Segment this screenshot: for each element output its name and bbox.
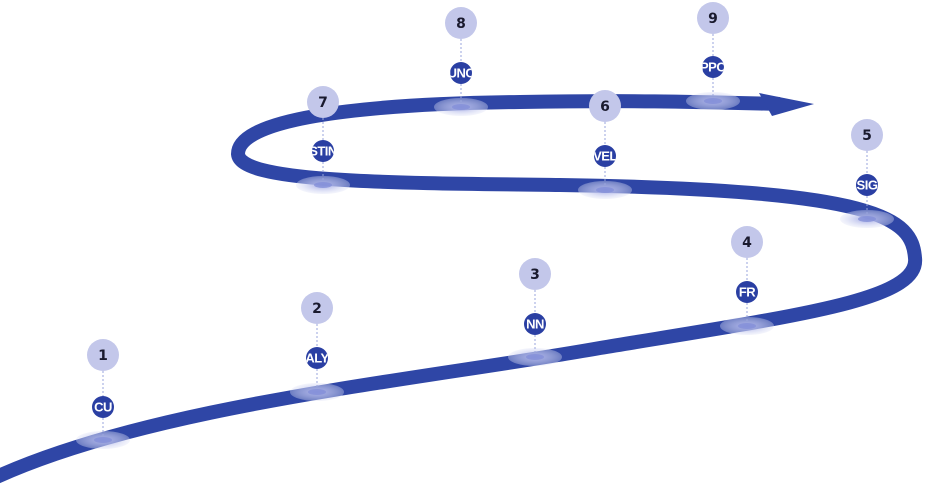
step-number: 8 <box>456 16 466 32</box>
step-chip-label: PPO <box>700 60 726 75</box>
step-chip-label: FR <box>739 285 756 300</box>
milestone-glow-core <box>452 104 470 110</box>
step-number: 2 <box>312 301 322 317</box>
milestone-3: 3NN <box>508 258 562 366</box>
step-badge <box>519 258 551 290</box>
step-chip-label: UNC <box>448 66 476 81</box>
milestone-glow-core <box>308 389 326 395</box>
step-number: 7 <box>318 95 328 111</box>
step-chip <box>736 281 758 303</box>
milestone-glow-core <box>314 182 332 188</box>
step-badge <box>445 7 477 39</box>
step-chip <box>306 347 328 369</box>
winding-road-path <box>0 94 923 484</box>
milestone-glow-core <box>526 354 544 360</box>
milestone-glow-core <box>738 323 756 329</box>
step-number: 5 <box>862 128 872 144</box>
step-chip <box>524 313 546 335</box>
step-badge <box>851 119 883 151</box>
step-badge <box>301 292 333 324</box>
step-number: 1 <box>98 348 108 364</box>
milestone-1: 1CU <box>76 339 130 449</box>
step-number: 4 <box>742 235 752 251</box>
step-chip <box>92 396 114 418</box>
step-chip-label: STIN <box>309 144 337 159</box>
step-number: 9 <box>708 11 718 27</box>
step-badge <box>589 90 621 122</box>
milestone-glow-core <box>596 187 614 193</box>
step-chip-label: VEL <box>593 149 617 164</box>
step-badge <box>697 2 729 34</box>
milestone-glow-core <box>858 216 876 222</box>
milestone-glow-core <box>94 437 112 443</box>
milestone-4: 4FR <box>720 226 774 335</box>
milestone-glow-core <box>704 98 722 104</box>
step-chip <box>702 56 724 78</box>
step-chip-label: NN <box>526 317 544 332</box>
step-chip-label: CU <box>94 400 112 415</box>
step-badge <box>731 226 763 258</box>
step-badge <box>307 86 339 118</box>
step-chip <box>594 145 616 167</box>
step-chip-label: SIG <box>857 178 878 193</box>
step-chip <box>450 62 472 84</box>
step-number: 6 <box>600 99 610 115</box>
step-chip <box>856 174 878 196</box>
step-chip <box>312 140 334 162</box>
step-number: 3 <box>530 267 540 283</box>
road-arrow-head <box>759 93 814 116</box>
step-chip-label: ALY <box>305 351 329 366</box>
step-badge <box>87 339 119 371</box>
